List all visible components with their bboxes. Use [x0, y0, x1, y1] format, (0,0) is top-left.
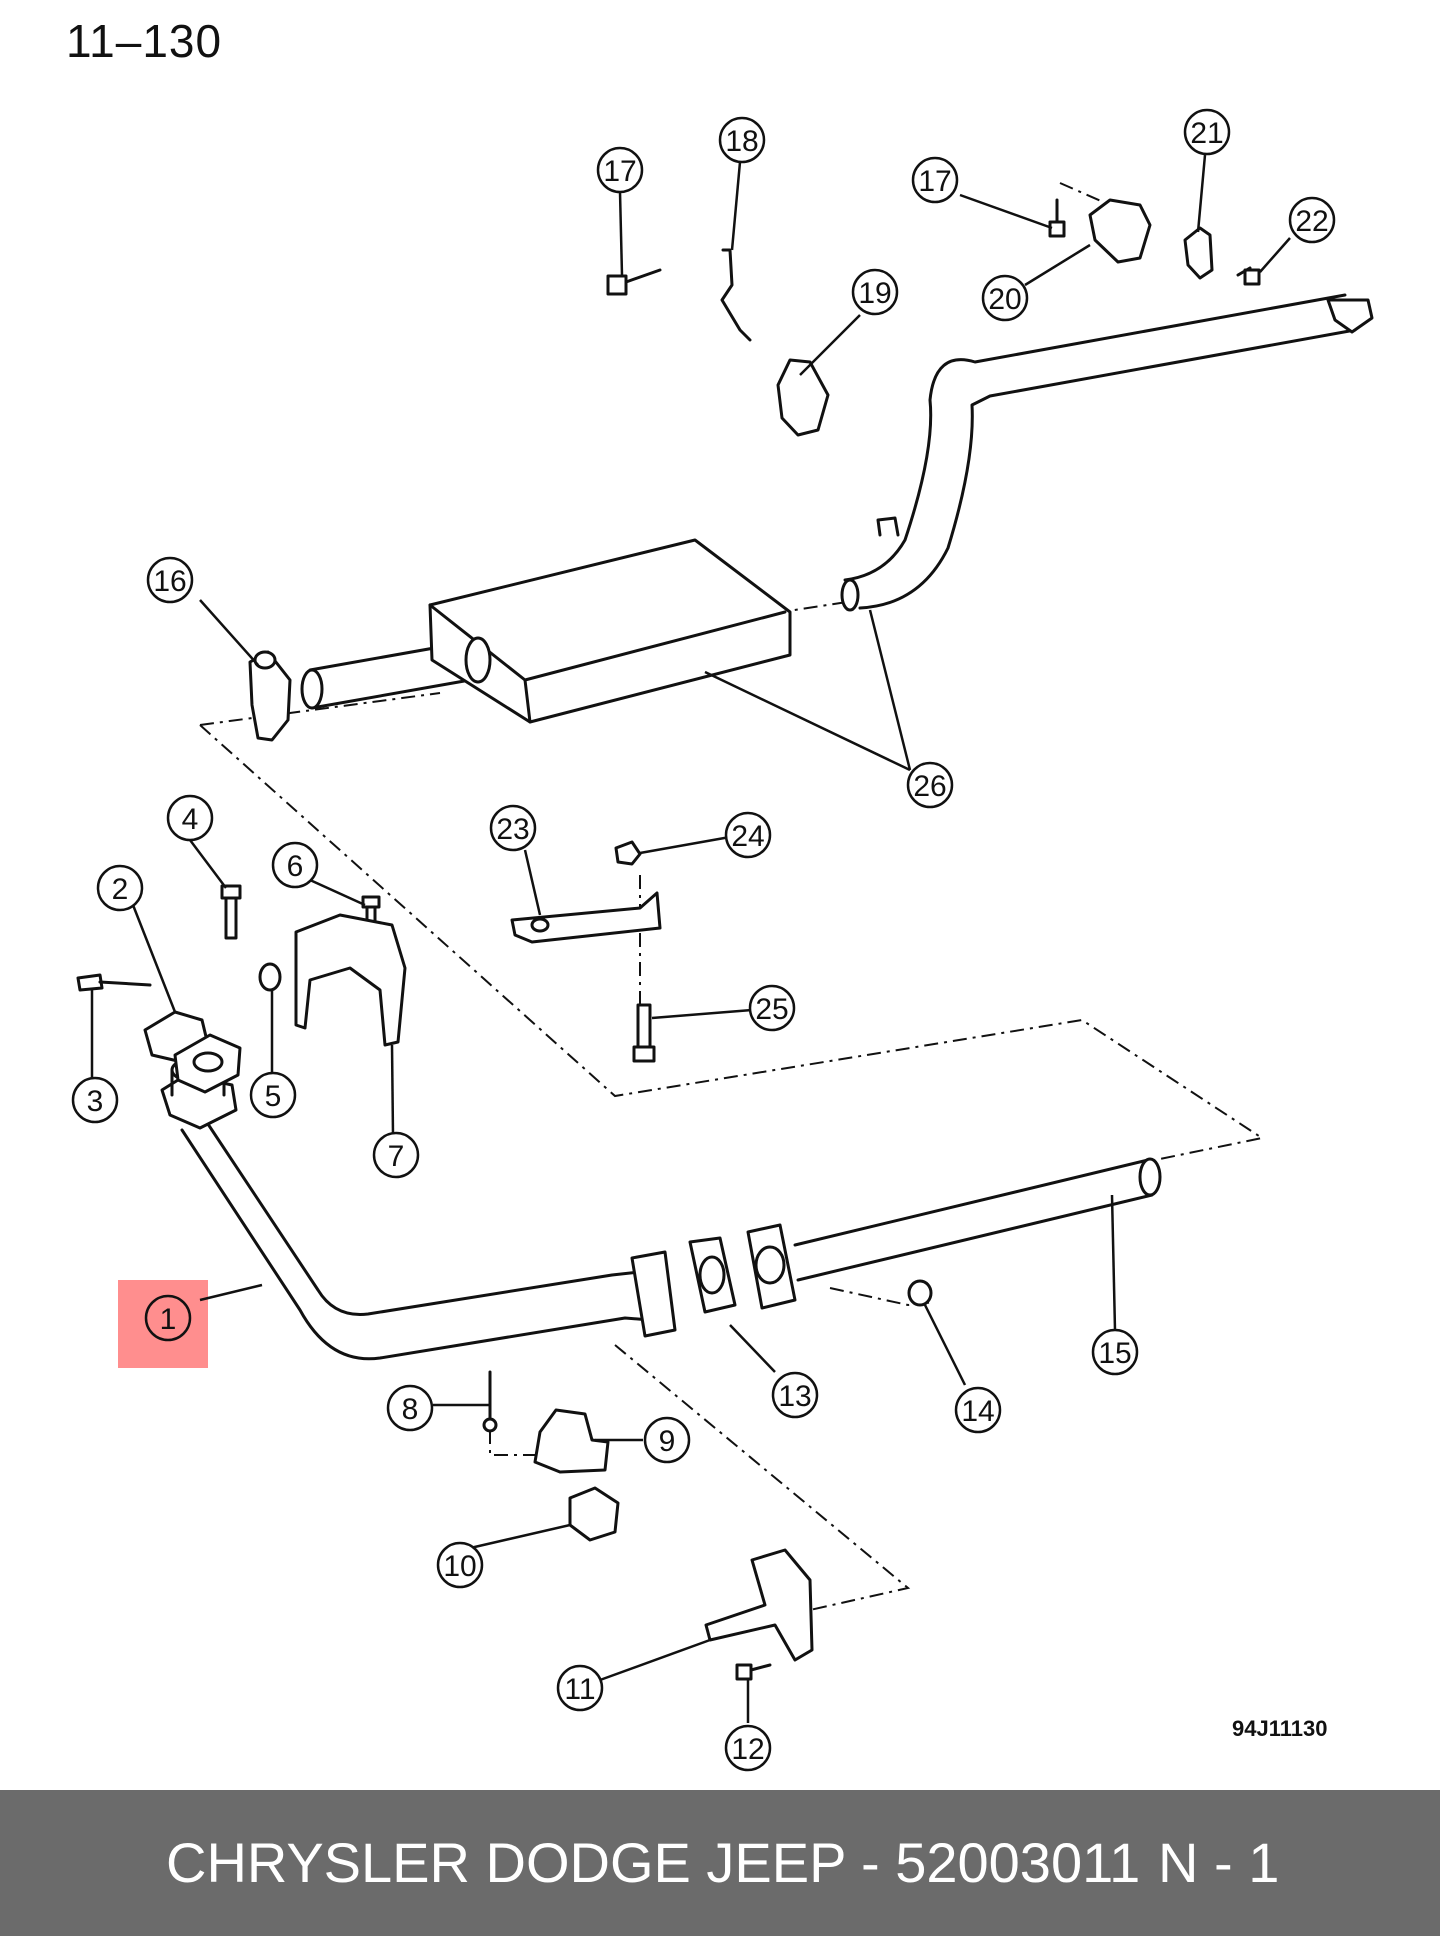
- bolt[interactable]: [1236, 266, 1261, 286]
- svg-text:24: 24: [731, 820, 764, 853]
- callout-26[interactable]: 26: [906, 761, 954, 809]
- callout-13[interactable]: 13: [771, 1371, 819, 1419]
- svg-text:9: 9: [659, 1425, 676, 1458]
- callout-19[interactable]: 19: [851, 268, 899, 316]
- svg-text:12: 12: [731, 1733, 764, 1766]
- svg-text:16: 16: [153, 565, 186, 598]
- hanger-rod[interactable]: [720, 248, 752, 342]
- callout-5[interactable]: 5: [249, 1071, 297, 1119]
- manifold-flange[interactable]: [143, 1010, 242, 1094]
- callout-9[interactable]: 9: [643, 1416, 691, 1464]
- bolt[interactable]: [735, 1663, 772, 1681]
- svg-text:3: 3: [87, 1085, 104, 1118]
- bolt[interactable]: [1048, 198, 1066, 238]
- nut[interactable]: [614, 840, 642, 866]
- svg-text:19: 19: [858, 277, 891, 310]
- svg-text:2: 2: [112, 873, 129, 906]
- svg-text:6: 6: [287, 850, 304, 883]
- bolt[interactable]: [482, 1370, 498, 1433]
- callout-11[interactable]: 11: [556, 1664, 604, 1712]
- callout-23[interactable]: 23: [489, 804, 537, 852]
- bolt[interactable]: [632, 1003, 656, 1063]
- footer-bar: CHRYSLER DODGE JEEP - 52003011 N - 1: [0, 1790, 1440, 1936]
- alignment-line: [1059, 182, 1111, 206]
- alignment-line: [199, 724, 1265, 1161]
- callout-20[interactable]: 20: [981, 274, 1029, 322]
- callout-markers: 1 2 3 4 5 6 7 8 9 10 11 12 13 14 15 16 1…: [71, 108, 1336, 1772]
- svg-text:23: 23: [496, 813, 529, 846]
- support-bracket[interactable]: [510, 891, 662, 944]
- callout-1[interactable]: 1: [144, 1294, 192, 1342]
- exhaust-system-diagram: 1 2 3 4 5 6 7 8 9 10 11 12 13 14 15 16 1…: [71, 108, 1374, 1772]
- callout-10[interactable]: 10: [436, 1541, 484, 1589]
- alignment-line: [614, 1344, 911, 1611]
- svg-text:4: 4: [182, 803, 199, 836]
- footer-part-label: CHRYSLER DODGE JEEP - 52003011: [166, 1831, 1141, 1894]
- svg-text:25: 25: [755, 993, 788, 1026]
- intermediate-pipe[interactable]: [746, 1157, 1162, 1310]
- svg-text:26: 26: [913, 770, 946, 803]
- alignment-line: [199, 692, 441, 726]
- figure-code: 94J11130: [1232, 1716, 1328, 1741]
- svg-text:18: 18: [725, 125, 758, 158]
- callout-14[interactable]: 14: [954, 1386, 1002, 1434]
- washer[interactable]: [258, 962, 282, 992]
- svg-text:7: 7: [388, 1140, 405, 1173]
- svg-text:14: 14: [961, 1395, 994, 1428]
- svg-text:20: 20: [988, 283, 1021, 316]
- callout-7[interactable]: 7: [372, 1131, 420, 1179]
- hanger-bracket[interactable]: [704, 1548, 814, 1662]
- stud-leader: [98, 980, 152, 987]
- callout-8[interactable]: 8: [386, 1384, 434, 1432]
- bolt[interactable]: [220, 884, 242, 940]
- callout-22[interactable]: 22: [1288, 196, 1336, 244]
- bolt[interactable]: [606, 268, 662, 296]
- svg-text:1: 1: [160, 1303, 177, 1336]
- svg-text:15: 15: [1098, 1337, 1131, 1370]
- svg-text:13: 13: [778, 1380, 811, 1413]
- mount-bracket[interactable]: [533, 1408, 610, 1474]
- callout-17-left[interactable]: 17: [596, 146, 644, 194]
- callout-15[interactable]: 15: [1091, 1328, 1139, 1376]
- svg-text:21: 21: [1190, 117, 1223, 150]
- isolator[interactable]: [776, 358, 830, 437]
- insulator[interactable]: [568, 1486, 620, 1542]
- nut[interactable]: [907, 1279, 933, 1307]
- svg-text:5: 5: [265, 1080, 282, 1113]
- clamp[interactable]: [1183, 226, 1214, 280]
- svg-text:17: 17: [603, 155, 636, 188]
- muffler[interactable]: [300, 538, 792, 724]
- clamp[interactable]: [248, 650, 292, 742]
- callout-25[interactable]: 25: [748, 984, 796, 1032]
- callout-4[interactable]: 4: [166, 794, 214, 842]
- stud[interactable]: [76, 973, 104, 992]
- leader-lines: [90, 154, 1291, 1723]
- footer-quantity: N - 1: [1158, 1831, 1280, 1894]
- insulator[interactable]: [1088, 198, 1152, 264]
- callout-21[interactable]: 21: [1183, 108, 1231, 156]
- svg-text:17: 17: [918, 165, 951, 198]
- svg-text:8: 8: [402, 1393, 419, 1426]
- tailpipe[interactable]: [840, 293, 1374, 612]
- callout-12[interactable]: 12: [724, 1724, 772, 1772]
- page-number: 11–130: [66, 15, 223, 67]
- callout-6[interactable]: 6: [271, 841, 319, 889]
- svg-text:22: 22: [1295, 205, 1328, 238]
- callout-16[interactable]: 16: [146, 556, 194, 604]
- callout-17-right[interactable]: 17: [911, 156, 959, 204]
- callout-2[interactable]: 2: [96, 864, 144, 912]
- front-exhaust-pipe[interactable]: [160, 1056, 677, 1361]
- callout-24[interactable]: 24: [724, 811, 772, 859]
- callout-18[interactable]: 18: [718, 116, 766, 164]
- highlight-part-1[interactable]: [118, 1280, 208, 1368]
- svg-text:10: 10: [443, 1550, 476, 1583]
- heat-shield[interactable]: [294, 913, 407, 1047]
- svg-text:11: 11: [564, 1673, 595, 1706]
- callout-3[interactable]: 3: [71, 1076, 119, 1124]
